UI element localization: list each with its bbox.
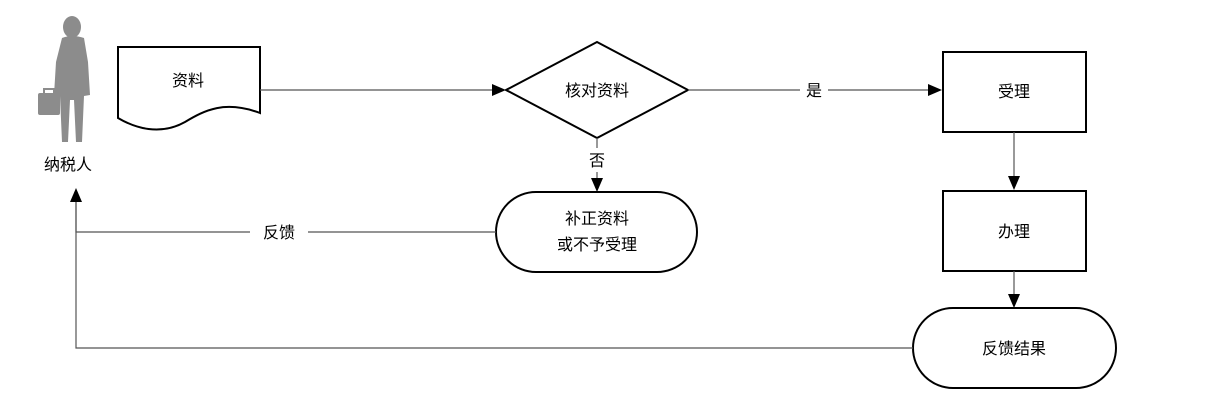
arrowhead xyxy=(70,188,82,202)
edge-label-no: 否 xyxy=(589,151,605,170)
edge-label-feedback: 反馈 xyxy=(263,223,295,242)
document-node-label: 资料 xyxy=(172,71,204,90)
check-decision-label: 核对资料 xyxy=(565,81,629,100)
correct-node xyxy=(495,191,698,273)
edge-label-bg xyxy=(250,221,308,243)
arrowhead xyxy=(492,84,506,96)
arrowhead xyxy=(1008,176,1020,190)
arrowhead xyxy=(591,178,603,192)
process-node xyxy=(942,190,1087,272)
result-node-label: 反馈结果 xyxy=(982,339,1046,358)
arrowhead xyxy=(1008,294,1020,308)
taxpayer-figure-icon xyxy=(38,16,90,142)
actor-label: 纳税人 xyxy=(44,155,92,174)
edge-label-bg xyxy=(800,79,828,101)
edge-label-bg xyxy=(584,148,610,172)
document-node xyxy=(117,46,261,131)
accept-node-label: 受理 xyxy=(998,82,1030,101)
edge-label-yes: 是 xyxy=(806,81,822,100)
correct-node-line2: 或不予受理 xyxy=(557,235,637,254)
arrowhead xyxy=(928,84,942,96)
edge-result-to-taxpayer xyxy=(75,200,913,349)
process-node-label: 办理 xyxy=(998,222,1030,241)
correct-node-line1: 补正资料 xyxy=(565,209,629,228)
